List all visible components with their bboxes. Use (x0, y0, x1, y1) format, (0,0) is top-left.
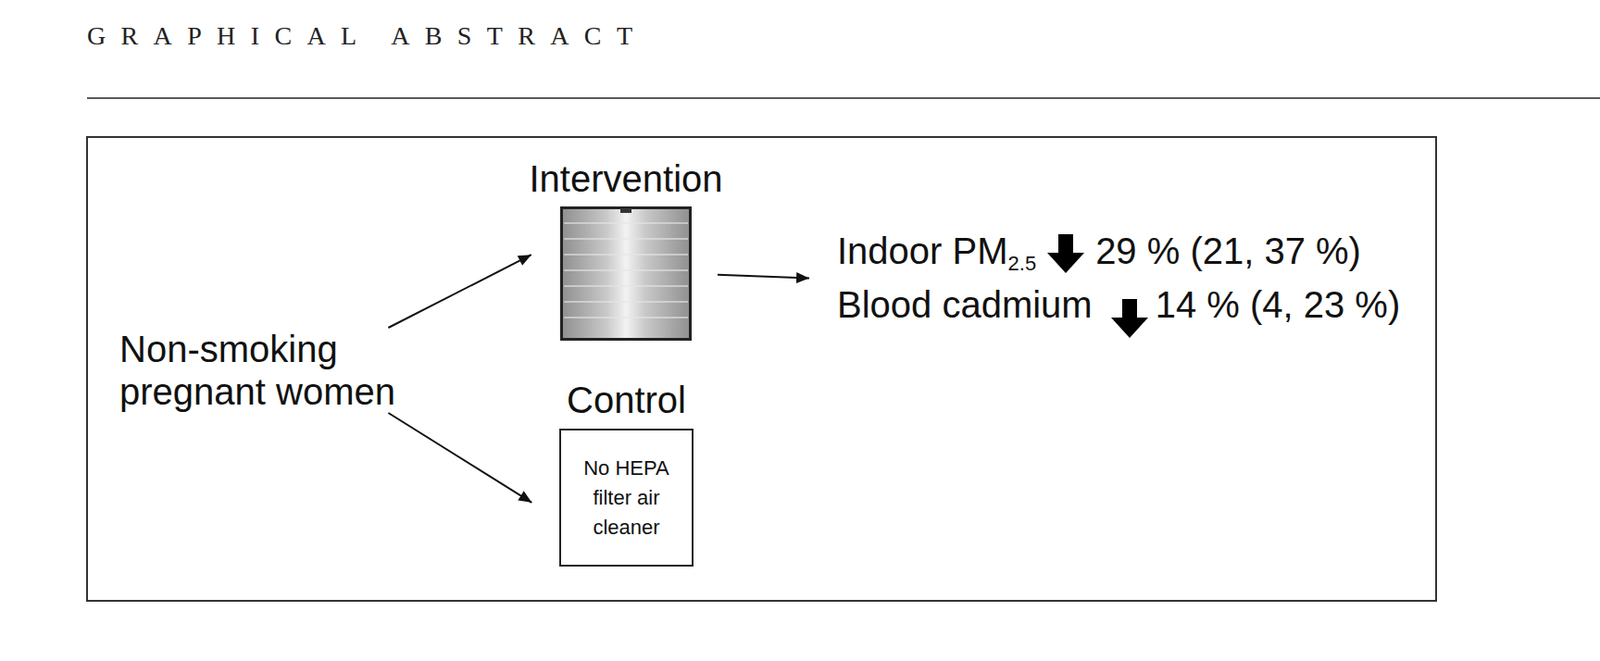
control-note: No HEPA filter air cleaner (575, 453, 678, 543)
filter-pleat (563, 316, 688, 319)
filter-body (562, 208, 691, 340)
result-row: Blood cadmium 14 % (4, 23 %) (837, 283, 1400, 338)
filter-pleat (563, 222, 688, 225)
result-block: Indoor PM2.529 % (21, 37 %)Blood cadmium… (837, 229, 1400, 338)
abstract-title: GRAPHICAL ABSTRACT (87, 20, 648, 52)
filter-pleat (563, 269, 688, 272)
filter-pleat (563, 253, 688, 256)
change-value: 29 % (21, 37 %) (1095, 229, 1362, 273)
hepa-filter-picture (560, 206, 692, 341)
decrease-arrow-shape (1047, 234, 1085, 274)
subscript: 2.5 (1008, 252, 1038, 275)
decrease-arrow-shape (1111, 299, 1149, 338)
decrease-arrow (1047, 234, 1085, 274)
measure-name: Blood cadmium (837, 283, 1093, 326)
arm-heading: Control (566, 378, 687, 422)
change-value: 14 % (4, 23 %) (1155, 283, 1401, 326)
filter-pleat (563, 237, 688, 240)
group-text: Non-smoking pregnant women (119, 327, 425, 413)
flow-arrow (717, 275, 810, 279)
arm-heading: Intervention (528, 157, 723, 200)
abstract-frame (87, 137, 1437, 601)
flow-arrow (387, 412, 532, 503)
filter-illustration: Intervention (560, 206, 692, 341)
header-rule (87, 97, 1600, 100)
measure-name: Indoor PM (837, 229, 1009, 273)
filter-pleat (563, 285, 688, 288)
flow-arrow (387, 254, 531, 328)
decrease-arrow (1111, 299, 1149, 338)
group-label: Non-smoking pregnant women (119, 327, 425, 413)
control-box: ControlNo HEPA filter air cleaner (559, 428, 694, 567)
filter-pleat (563, 300, 688, 303)
result-row: Indoor PM2.5 29 % (21, 37 %) (837, 229, 1400, 275)
filter-notch (620, 208, 632, 213)
